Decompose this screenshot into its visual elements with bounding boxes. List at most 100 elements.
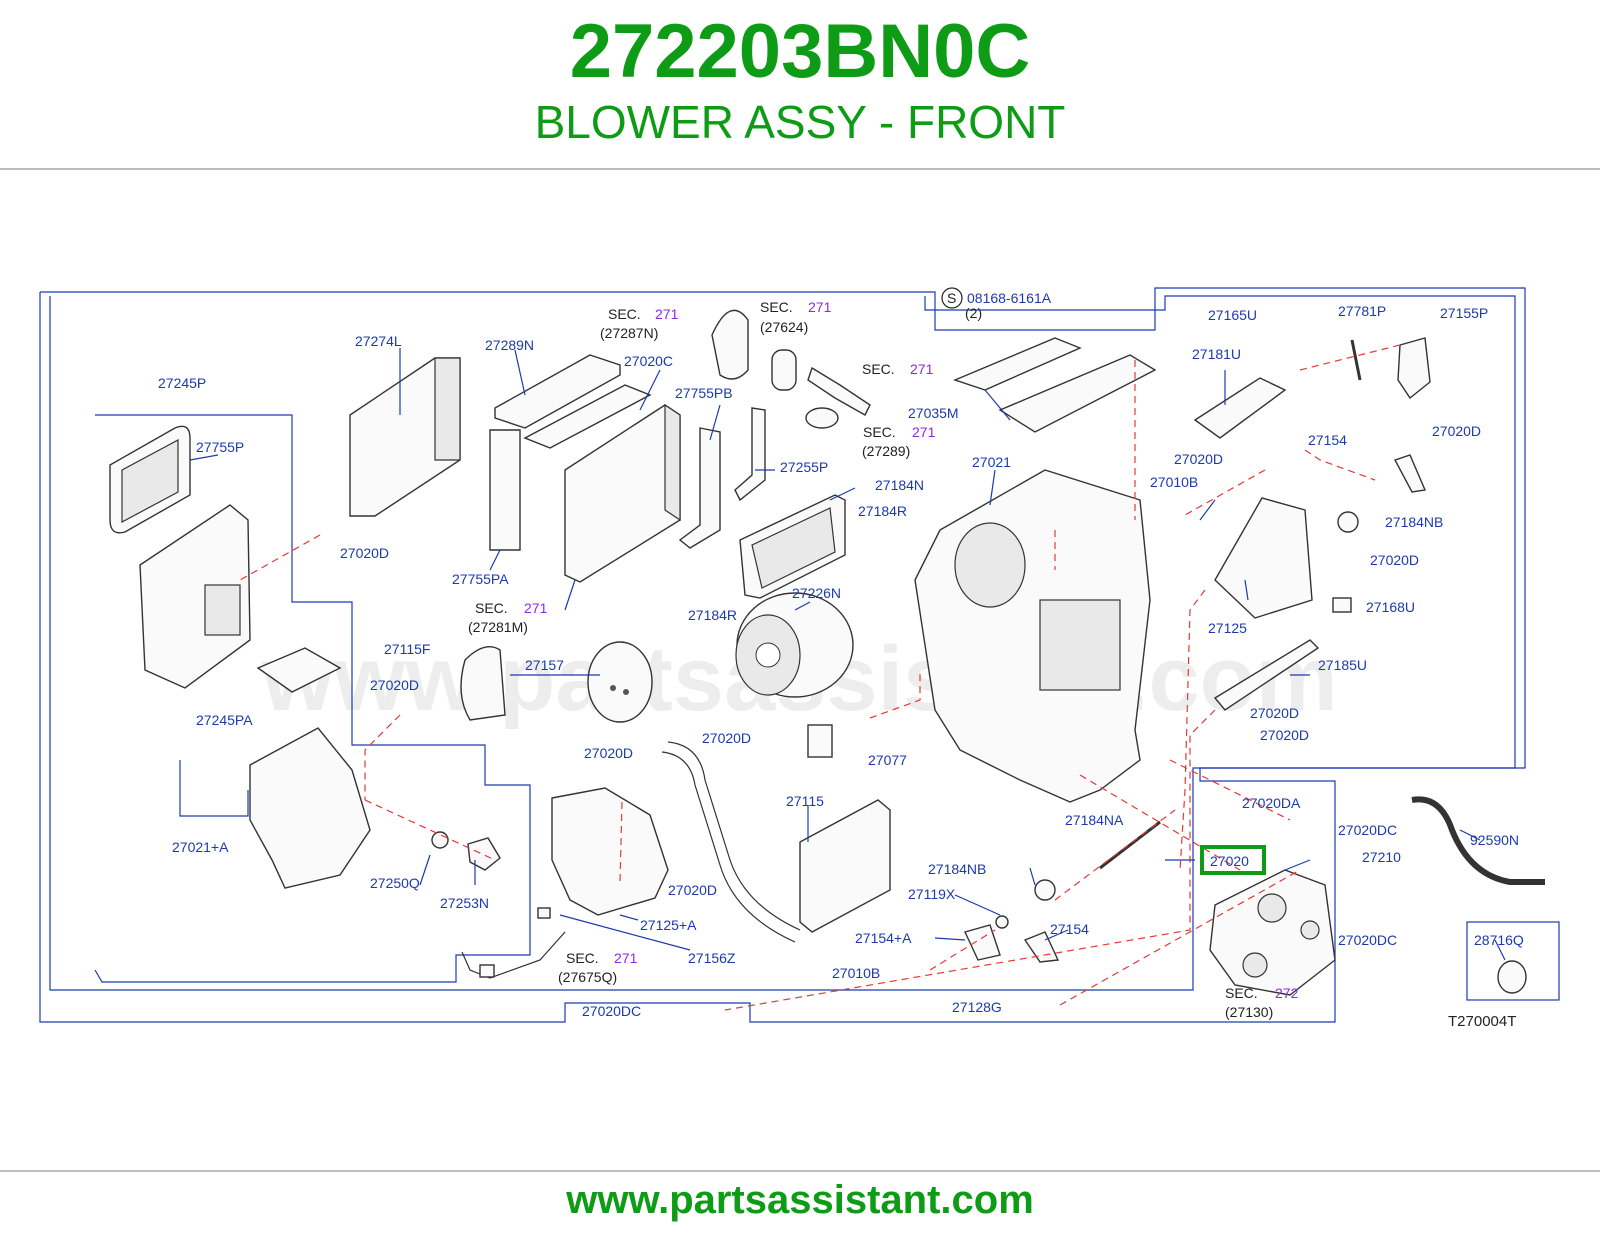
- resistor-27077[interactable]: [807, 724, 833, 758]
- lever-27154A[interactable]: [964, 924, 1001, 961]
- sec-ref-6-ref: (27675Q): [558, 969, 617, 985]
- heater-case-27021[interactable]: [914, 469, 1151, 803]
- resistor-27157[interactable]: [587, 641, 653, 723]
- motor-27253N[interactable]: [467, 837, 501, 871]
- label-08168-6161A: 08168-6161A: [967, 290, 1052, 306]
- label-27128G: 27128G: [952, 999, 1002, 1015]
- label-27115F: 27115F: [384, 641, 430, 657]
- case-27115F[interactable]: [460, 646, 506, 721]
- label-27165U: 27165U: [1208, 307, 1257, 323]
- part-name-subtitle: BLOWER ASSY - FRONT: [534, 96, 1066, 148]
- actuator-27250Q[interactable]: [431, 831, 449, 849]
- bracket-27255P[interactable]: [734, 407, 766, 502]
- duct-sec271-27624[interactable]: [771, 349, 797, 391]
- flap-27181U[interactable]: [1193, 377, 1287, 439]
- duct-sec271-27287N[interactable]: [711, 309, 749, 380]
- harness-sec271-27675Q[interactable]: [461, 931, 566, 979]
- label-08168-s: S: [947, 290, 956, 306]
- sec-ref-5-ref: (27281M): [468, 619, 528, 635]
- gear-27184NB-lower[interactable]: [1034, 879, 1056, 901]
- sec-ref-7-sec: SEC.: [1225, 985, 1258, 1001]
- label-27274L: 27274L: [355, 333, 402, 349]
- part-number-title: 272203BN0C: [569, 9, 1031, 94]
- drawing-code: T270004T: [1448, 1013, 1516, 1030]
- label-27035M: 27035M: [908, 405, 959, 421]
- sec-ref-5-num: 271: [524, 600, 548, 616]
- sec-ref-3-sec: SEC.: [862, 361, 895, 377]
- label-27289N: 27289N: [485, 337, 534, 353]
- mesh-27245PA[interactable]: [256, 647, 342, 693]
- cover-27289N[interactable]: [489, 354, 652, 551]
- filter-frame-27184N[interactable]: [739, 494, 846, 599]
- pipe-sec271-27289[interactable]: [805, 407, 839, 429]
- label-27125: 27125: [1208, 620, 1247, 636]
- label-27168U: 27168U: [1366, 599, 1415, 615]
- sec-ref-5-sec: SEC.: [475, 600, 508, 616]
- sec-ref-1-ref: (27287N): [600, 325, 658, 341]
- label-27184NB-b: 27184NB: [1385, 514, 1443, 530]
- label-27154-b: 27154: [1308, 432, 1347, 448]
- highlight-box-27020: [1200, 845, 1266, 875]
- label-27125A: 27125+A: [640, 917, 697, 933]
- assembly-lines: [239, 344, 1401, 1011]
- link-27781P[interactable]: [1350, 339, 1362, 381]
- sec-ref-2-ref: (27624): [760, 319, 808, 335]
- label-28716Q: 28716Q: [1474, 932, 1524, 948]
- sec-ref-6-sec: SEC.: [566, 950, 599, 966]
- label-27155P: 27155P: [1440, 305, 1488, 321]
- rod-27184NA[interactable]: [1099, 820, 1161, 870]
- header: 272203BN0C BLOWER ASSY - FRONT: [0, 0, 1600, 170]
- label-27115: 27115: [786, 793, 824, 809]
- leader-lines: [189, 348, 1506, 961]
- duct-27035M[interactable]: [953, 337, 1157, 433]
- label-27020D-3: 27020D: [702, 730, 751, 746]
- hose-92590N[interactable]: [1411, 796, 1545, 885]
- label-27253N: 27253N: [440, 895, 489, 911]
- label-27020D-9: 27020D: [1250, 705, 1299, 721]
- label-27184NB-a: 27184NB: [928, 861, 986, 877]
- filter-27274L[interactable]: [349, 357, 461, 517]
- seal-27755P[interactable]: [109, 425, 191, 534]
- gear-27184NB-upper[interactable]: [1337, 511, 1359, 533]
- lever-27155P[interactable]: [1397, 337, 1431, 400]
- label-27755P: 27755P: [196, 439, 244, 455]
- label-27020D-5: 27020D: [668, 882, 717, 898]
- evaporator-27020C[interactable]: [564, 403, 681, 583]
- gear-27154-upper[interactable]: [1393, 454, 1426, 493]
- label-27755PA: 27755PA: [452, 571, 509, 587]
- case-27125[interactable]: [1214, 497, 1313, 619]
- sec-ref-2-num: 271: [808, 299, 832, 315]
- label-27020: 27020: [1210, 853, 1249, 869]
- connector-27156Z[interactable]: [537, 907, 551, 919]
- label-27010B-b: 27010B: [1150, 474, 1198, 490]
- label-27021: 27021: [972, 454, 1011, 470]
- sec-ref-7-ref: (27130): [1225, 1004, 1273, 1020]
- label-27181U: 27181U: [1192, 346, 1241, 362]
- label-27020DC-1: 27020DC: [582, 1003, 641, 1019]
- grommet-28716Q[interactable]: [1497, 960, 1527, 994]
- label-27020D-1: 27020D: [340, 545, 389, 561]
- flap-27185U[interactable]: [1213, 639, 1320, 711]
- motor-27168U[interactable]: [1332, 597, 1352, 613]
- label-27210: 27210: [1362, 849, 1401, 865]
- footer-url-link[interactable]: www.partsassistant.com: [566, 1178, 1034, 1222]
- label-27184R-a: 27184R: [858, 503, 907, 519]
- intake-27245P[interactable]: [139, 504, 251, 689]
- label-27020D-4: 27020D: [584, 745, 633, 761]
- label-27020D-8: 27020D: [1370, 552, 1419, 568]
- sec-ref-2-sec: SEC.: [760, 299, 793, 315]
- blower-motor-27226N[interactable]: [735, 592, 854, 698]
- case-27125A[interactable]: [551, 787, 669, 916]
- pipe-sec271[interactable]: [807, 366, 871, 416]
- clip-27119X[interactable]: [995, 915, 1009, 929]
- label-27185U: 27185U: [1318, 657, 1367, 673]
- seal-27755PB[interactable]: [678, 427, 721, 549]
- heater-core-27115[interactable]: [661, 741, 891, 943]
- case-27021A[interactable]: [249, 727, 371, 889]
- label-27021A: 27021+A: [172, 839, 229, 855]
- sec-ref-4-sec: SEC.: [863, 424, 896, 440]
- blower-unit-27020[interactable]: [1209, 869, 1336, 996]
- label-27157: 27157: [525, 657, 564, 673]
- sec-ref-1-sec: SEC.: [608, 306, 641, 322]
- label-27020D-6: 27020D: [1432, 423, 1481, 439]
